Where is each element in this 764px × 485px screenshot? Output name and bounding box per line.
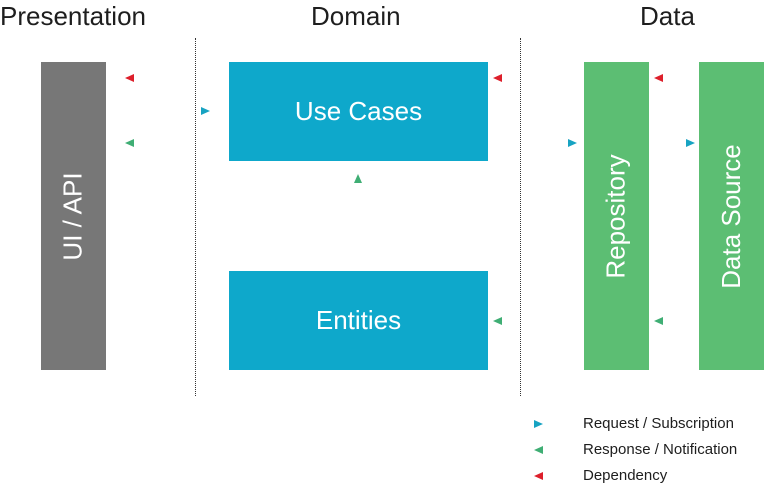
repository-label: Repository <box>601 153 631 279</box>
response-arrow-up-icon <box>354 174 362 183</box>
legend-response: Response / Notification <box>534 441 737 458</box>
data-heading: Data <box>640 1 695 31</box>
response-arrow-icon <box>125 139 134 147</box>
request-arrow-icon <box>686 139 695 147</box>
entities-box: Entities <box>229 271 488 370</box>
repository-box: Repository <box>584 62 649 370</box>
dependency-legend-arrow-icon <box>534 471 543 480</box>
dependency-arrow-icon <box>493 74 502 82</box>
use-cases-box: Use Cases <box>229 62 488 161</box>
entities-label: Entities <box>315 305 402 335</box>
data-source-box: Data Source <box>699 62 764 370</box>
ui-api-label: UI / API <box>58 171 88 261</box>
request-arrow-icon <box>568 139 577 147</box>
dependency-arrow-icon <box>125 74 134 82</box>
legend-request: Request / Subscription <box>534 415 734 432</box>
ui-api-box: UI / API <box>41 62 106 370</box>
layer-divider-left <box>195 38 196 396</box>
layer-divider-right <box>520 38 521 396</box>
request-arrow-icon <box>201 107 210 115</box>
legend-dependency: Dependency <box>534 467 667 484</box>
dependency-arrow-icon <box>654 74 663 82</box>
response-legend-arrow-icon <box>534 445 543 454</box>
legend-request-label: Request / Subscription <box>583 415 734 432</box>
presentation-heading: Presentation <box>0 1 146 31</box>
domain-heading: Domain <box>311 1 401 31</box>
data-source-label: Data Source <box>716 143 746 289</box>
request-legend-arrow-icon <box>534 419 543 428</box>
legend-dependency-label: Dependency <box>583 467 668 484</box>
response-arrow-icon <box>493 317 502 325</box>
response-arrow-icon <box>654 317 663 325</box>
legend-response-label: Response / Notification <box>583 441 738 458</box>
use-cases-label: Use Cases <box>294 96 423 126</box>
